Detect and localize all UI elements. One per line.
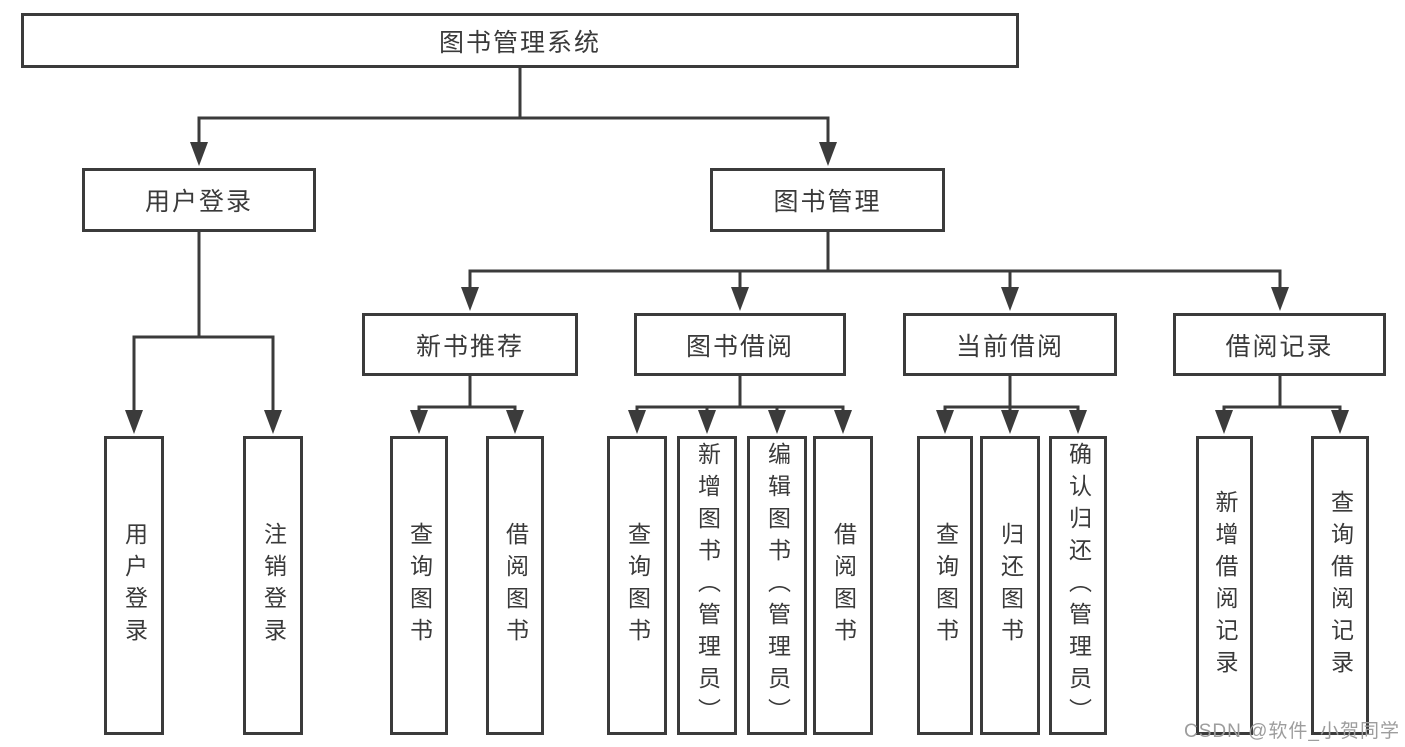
leaf-label: 新增借阅记录 <box>1212 489 1238 682</box>
leaf-label: 编辑图书（管理员） <box>764 441 791 730</box>
leaf-query-books-current: 查询图书 <box>917 436 973 735</box>
watermark: CSDN @软件_小贺同学 <box>1184 721 1400 742</box>
leaf-label: 归还图书 <box>997 521 1024 650</box>
leaf-borrow-books-recommend: 借阅图书 <box>486 436 544 735</box>
node-user-login: 用户登录 <box>82 168 316 232</box>
node-library-management-system: 图书管理系统 <box>21 13 1019 68</box>
leaf-confirm-return-admin: 确认归还（管理员） <box>1049 436 1107 735</box>
leaf-query-books-borrowing: 查询图书 <box>607 436 667 735</box>
leaf-query-borrow-record: 查询借阅记录 <box>1311 436 1369 735</box>
node-label: 当前借阅 <box>955 332 1064 361</box>
arrowhead-icons <box>125 142 1349 434</box>
leaf-add-books-admin: 新增图书（管理员） <box>677 436 737 735</box>
node-label: 新书推荐 <box>415 332 524 361</box>
node-book-borrowing: 图书借阅 <box>634 313 846 376</box>
leaf-label: 新增图书（管理员） <box>694 441 721 730</box>
leaf-query-books-recommend: 查询图书 <box>390 436 448 735</box>
leaf-label: 借阅图书 <box>830 521 857 650</box>
leaf-label: 查询图书 <box>932 521 959 650</box>
leaf-label: 借阅图书 <box>502 521 529 650</box>
node-label: 借阅记录 <box>1225 332 1334 361</box>
leaf-label: 查询图书 <box>624 521 651 650</box>
leaf-label: 查询图书 <box>406 521 433 650</box>
node-current-borrowing: 当前借阅 <box>903 313 1117 376</box>
leaf-user-login: 用户登录 <box>104 436 164 735</box>
node-label: 用户登录 <box>144 188 253 216</box>
node-label: 图书管理系统 <box>438 28 601 57</box>
node-label: 图书管理 <box>773 188 882 216</box>
leaf-borrow-books: 借阅图书 <box>813 436 873 735</box>
node-label: 图书借阅 <box>685 332 794 361</box>
leaf-label: 注销登录 <box>260 521 287 650</box>
leaf-logout-login: 注销登录 <box>243 436 303 735</box>
node-new-book-recommend: 新书推荐 <box>362 313 578 376</box>
node-borrowing-records: 借阅记录 <box>1173 313 1386 376</box>
leaf-add-borrow-record: 新增借阅记录 <box>1196 436 1253 735</box>
leaf-label: 查询借阅记录 <box>1327 489 1354 682</box>
node-book-management: 图书管理 <box>710 168 945 232</box>
leaf-edit-books-admin: 编辑图书（管理员） <box>747 436 807 735</box>
leaf-label: 用户登录 <box>121 521 148 650</box>
leaf-label: 确认归还（管理员） <box>1065 441 1092 730</box>
leaf-return-books: 归还图书 <box>980 436 1040 735</box>
